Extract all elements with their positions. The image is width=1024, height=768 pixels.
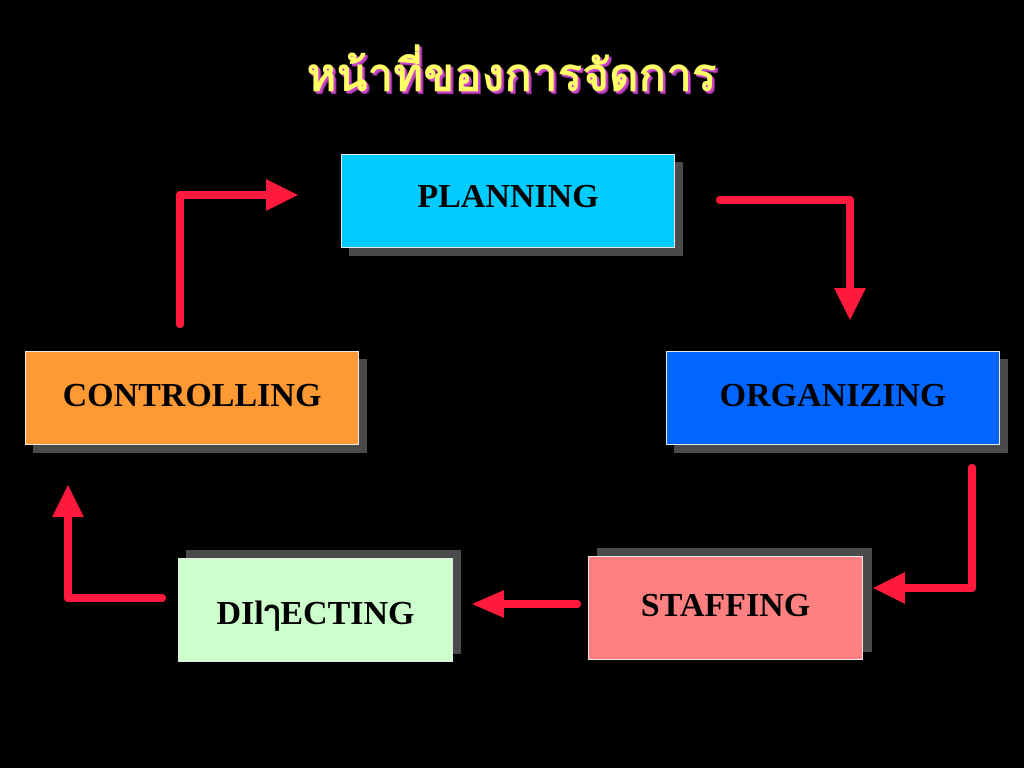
- controlling-arrowhead: [52, 485, 84, 517]
- planning-to-organizing-arrow: [716, 196, 854, 296]
- planning-box: PLANNING: [341, 154, 675, 248]
- controlling-to-planning-arrow: [176, 191, 274, 328]
- directing-box: DIlๅECTING: [178, 558, 453, 662]
- staffing-box: STAFFING: [588, 556, 863, 660]
- organizing-to-staffing-arrow: [898, 464, 976, 592]
- staffing-arrowhead: [873, 572, 905, 604]
- slide-title: หน้าที่ของการจัดการ: [306, 50, 718, 101]
- directing-to-controlling-arrow: [64, 510, 166, 602]
- directing-arrowhead: [472, 590, 504, 618]
- planning-arrowhead: [266, 179, 298, 211]
- organizing-box: ORGANIZING: [666, 351, 1000, 445]
- organizing-arrowhead: [834, 288, 866, 320]
- controlling-box: CONTROLLING: [25, 351, 359, 445]
